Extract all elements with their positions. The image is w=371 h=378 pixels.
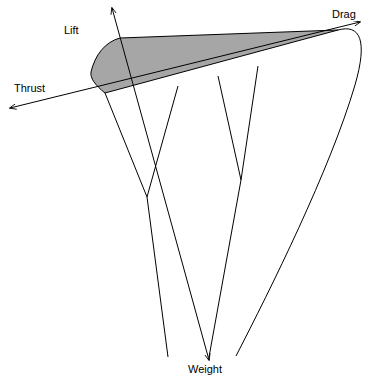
bridle-lines [105, 66, 258, 357]
force-label: Drag [331, 8, 357, 21]
lift-weight-vector [112, 8, 209, 360]
force-label: Lift [63, 24, 80, 37]
kite-sail [91, 30, 338, 93]
force-label: Weight [187, 363, 223, 376]
thrust-drag-vector [10, 22, 360, 108]
kite-tail [236, 29, 361, 356]
force-label: Thrust [13, 82, 46, 95]
